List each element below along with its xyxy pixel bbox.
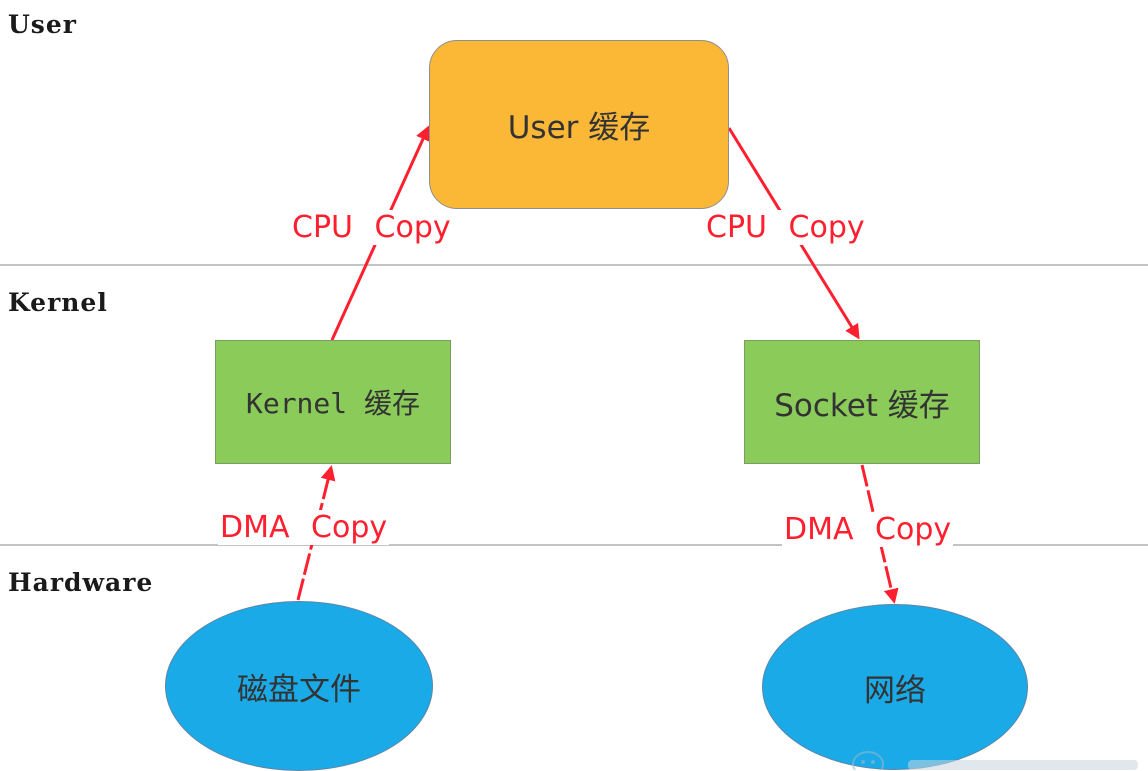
- divider-user-kernel: [0, 264, 1148, 266]
- edge-label-dma-copy-out: DMA Copy: [782, 512, 954, 547]
- network-node: 网络: [762, 604, 1028, 770]
- kernel-buffer-node: Kernel 缓存: [215, 340, 451, 464]
- edge-label-cpu-copy-up: CPU Copy: [290, 210, 453, 245]
- socket-buffer-node: Socket 缓存: [744, 340, 980, 464]
- layer-label-kernel: Kernel: [8, 288, 108, 317]
- edge-label-cpu-copy-down: CPU Copy: [704, 210, 867, 245]
- layer-label-user: User: [8, 10, 77, 39]
- divider-kernel-hardware: [0, 544, 1148, 546]
- layer-label-hardware: Hardware: [8, 568, 154, 597]
- edge-label-dma-copy-in: DMA Copy: [218, 510, 390, 545]
- user-buffer-node: User 缓存: [429, 40, 729, 209]
- kernel-buffer-label: Kernel 缓存: [245, 387, 420, 420]
- disk-file-node: 磁盘文件: [165, 601, 433, 771]
- socket-buffer-label: Socket 缓存: [774, 387, 950, 424]
- wechat-logo-icon: [852, 751, 1138, 770]
- user-buffer-label: User 缓存: [507, 110, 651, 146]
- disk-file-label: 磁盘文件: [237, 671, 361, 708]
- network-label: 网络: [864, 672, 926, 709]
